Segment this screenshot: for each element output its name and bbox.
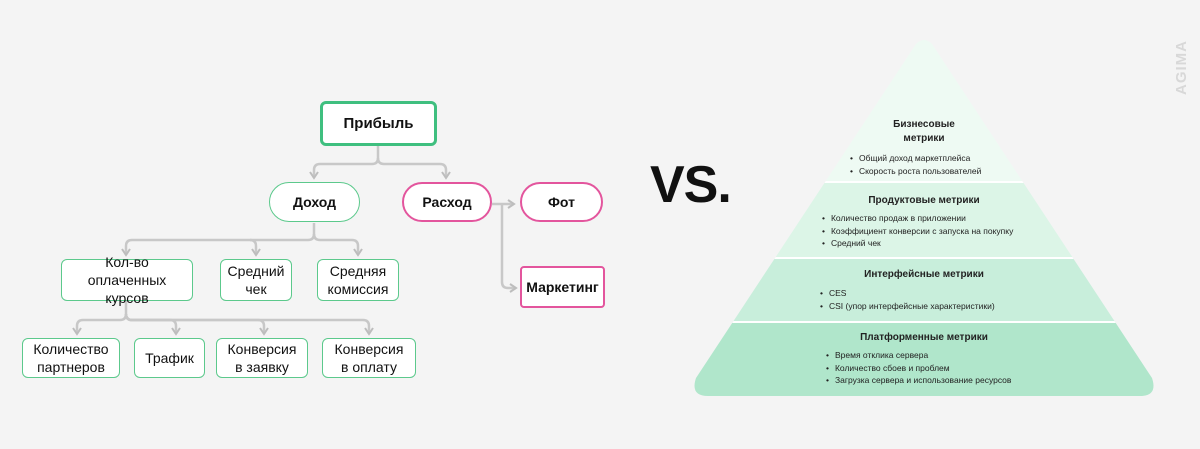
list-item: Средний чек: [822, 237, 1013, 250]
list-item: Общий доход маркетплейса: [850, 152, 981, 165]
list-item: CSI (упор интерфейсные характеристики): [820, 300, 995, 313]
list-item: Загрузка сервера и использование ресурсо…: [826, 374, 1011, 387]
pyramid-product-block: Продуктовые метрики: [824, 194, 1024, 208]
pyramid-interface-list: CES CSI (упор интерфейсные характеристик…: [820, 287, 995, 312]
node-conv-payment: Конверсия в оплату: [322, 338, 416, 378]
pyramid-platform-title: Платформенные метрики: [860, 332, 988, 343]
list-item: Время отклика сервера: [826, 349, 1011, 362]
vs-label: VS.: [650, 156, 732, 214]
pyramid-business-title: Бизнесовые метрики: [893, 119, 955, 144]
list-item: CES: [820, 287, 995, 300]
pyramid-product-title: Продуктовые метрики: [868, 195, 980, 206]
pyramid-interface-block: Интерфейсные метрики: [824, 268, 1024, 282]
node-conv-request: Конверсия в заявку: [216, 338, 308, 378]
node-income: Доход: [269, 182, 360, 222]
list-item: Коэффициент конверсии с запуска на покуп…: [822, 225, 1013, 238]
node-avg-check: Средний чек: [220, 259, 292, 301]
agima-watermark-logo: AGIMA: [1173, 40, 1190, 95]
pyramid-product-list: Количество продаж в приложении Коэффицие…: [822, 212, 1013, 250]
node-expense: Расход: [402, 182, 492, 222]
pyramid-business-block: Бизнесовые метрики: [874, 118, 974, 146]
node-traffic: Трафик: [134, 338, 205, 378]
node-partners: Количество партнеров: [22, 338, 120, 378]
node-avg-commission: Средняя комиссия: [317, 259, 399, 301]
pyramid-platform-list: Время отклика сервера Количество сбоев и…: [826, 349, 1011, 387]
node-paid-courses: Кол-во оплаченных курсов: [61, 254, 193, 306]
list-item: Количество сбоев и проблем: [826, 362, 1011, 375]
list-item: Скорость роста пользователей: [850, 165, 981, 178]
node-marketing: Маркетинг: [520, 266, 605, 308]
pyramid-interface-title: Интерфейсные метрики: [864, 269, 984, 280]
pyramid-business-list: Общий доход маркетплейса Скорость роста …: [850, 152, 981, 177]
node-profit: Прибыль: [320, 101, 437, 146]
pyramid-platform-block: Платформенные метрики: [824, 331, 1024, 345]
node-fot: Фот: [520, 182, 603, 222]
list-item: Количество продаж в приложении: [822, 212, 1013, 225]
